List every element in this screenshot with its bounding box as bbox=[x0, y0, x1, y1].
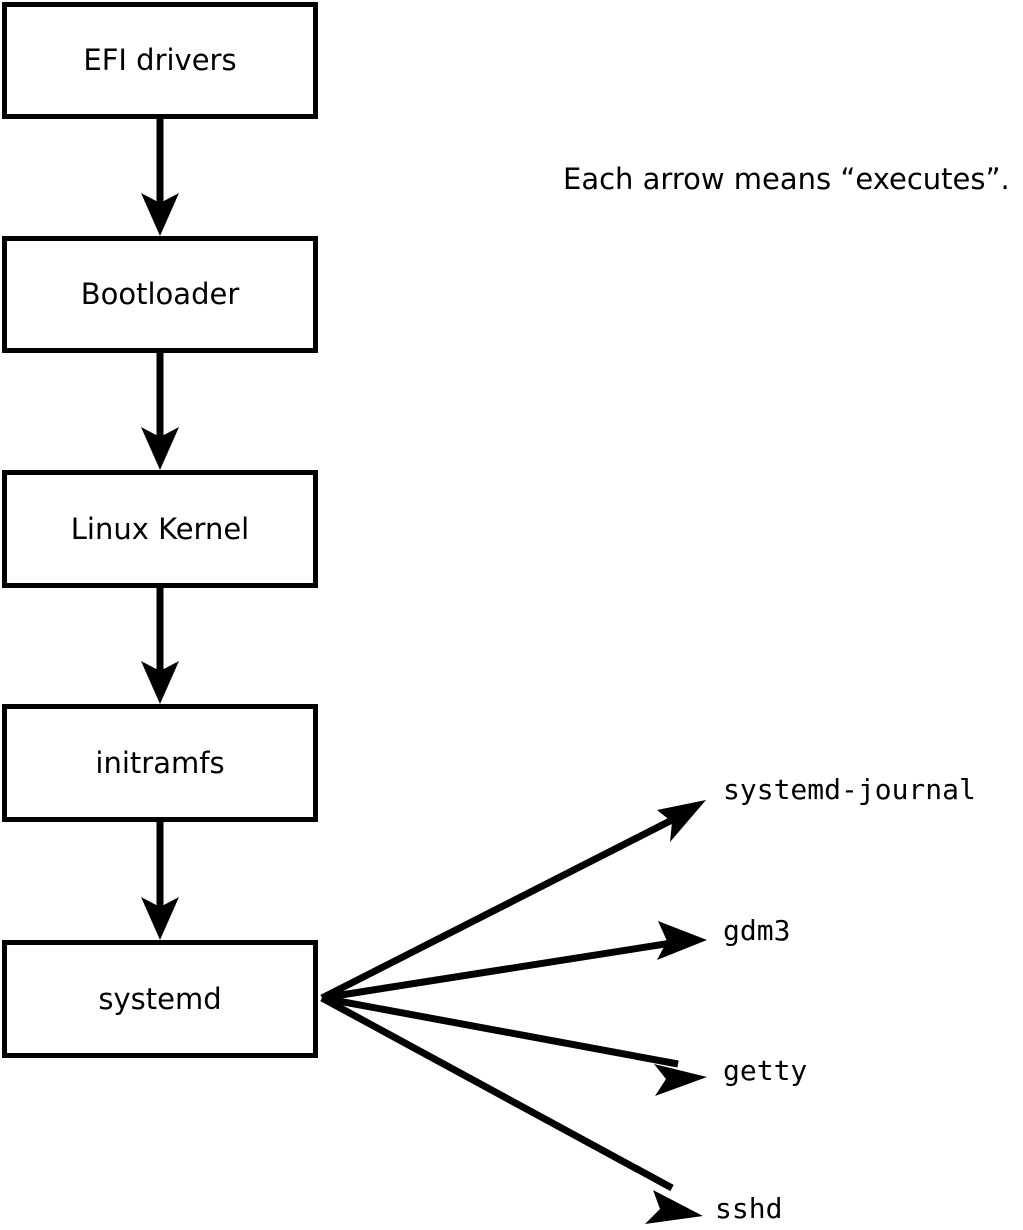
node-box-bootloader[interactable]: Bootloader bbox=[2, 236, 318, 353]
node-box-systemd[interactable]: systemd bbox=[2, 940, 318, 1058]
diagram-caption: Each arrow means “executes”. bbox=[563, 162, 1010, 196]
node-label-initramfs: initramfs bbox=[95, 745, 225, 780]
leaf-label-getty[interactable]: getty bbox=[723, 1054, 808, 1087]
leaf-label-sshd[interactable]: sshd bbox=[715, 1192, 783, 1225]
arrow-initramfs-to-systemd bbox=[141, 822, 179, 940]
arrow-efi-to-bootloader bbox=[141, 119, 179, 236]
node-label-bootloader: Bootloader bbox=[80, 277, 240, 311]
arrow-kernel-to-initramfs bbox=[141, 588, 179, 704]
arrow-bootloader-to-kernel bbox=[141, 353, 179, 470]
arrow-systemd-to-sshd bbox=[320, 994, 703, 1224]
arrow-systemd-to-getty bbox=[321, 994, 707, 1096]
node-label-efi-drivers: EFI drivers bbox=[83, 43, 237, 77]
node-label-systemd: systemd bbox=[98, 981, 222, 1016]
arrow-systemd-to-gdm3 bbox=[321, 921, 707, 1002]
leaf-label-gdm3[interactable]: gdm3 bbox=[723, 914, 791, 947]
node-box-efi-drivers[interactable]: EFI drivers bbox=[2, 2, 318, 119]
node-box-initramfs[interactable]: initramfs bbox=[2, 704, 318, 822]
leaf-label-systemd-journal[interactable]: systemd-journal bbox=[723, 773, 976, 806]
node-label-linux-kernel: Linux Kernel bbox=[70, 511, 250, 546]
arrow-systemd-to-systemd-journal bbox=[320, 800, 706, 1002]
node-box-linux-kernel[interactable]: Linux Kernel bbox=[2, 470, 318, 588]
